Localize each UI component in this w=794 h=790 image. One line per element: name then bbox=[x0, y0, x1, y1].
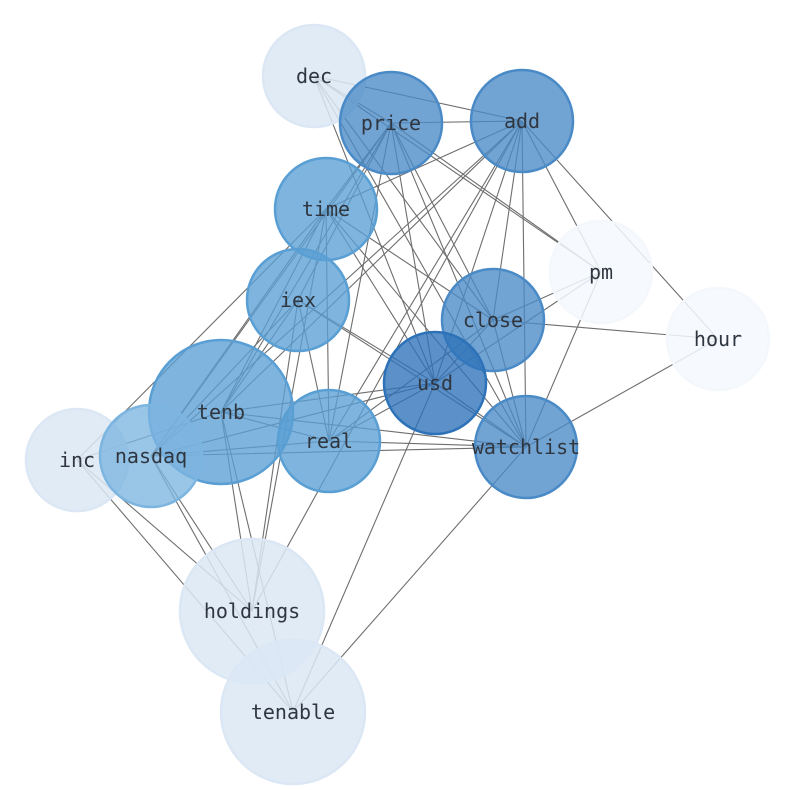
node-label-dec: dec bbox=[296, 64, 332, 88]
node-add: add bbox=[469, 68, 575, 174]
edge-dec-usd bbox=[313, 75, 436, 384]
edge-add-real bbox=[328, 120, 523, 442]
node-circle-watchlist bbox=[473, 394, 579, 500]
node-usd: usd bbox=[382, 330, 488, 436]
node-layer: dec hour pm inc holdings tenable time iex tenbna… bbox=[24, 23, 771, 786]
node-watchlist: watchlist bbox=[472, 394, 580, 500]
node-dec: dec bbox=[261, 23, 367, 129]
edge-price-real bbox=[328, 122, 392, 442]
node-circle-price bbox=[338, 70, 444, 176]
node-real: real bbox=[276, 388, 382, 494]
node-circle-tenable bbox=[219, 638, 367, 786]
node-label-iex: iex bbox=[280, 288, 316, 312]
node-price: price bbox=[338, 70, 444, 176]
node-circle-pm bbox=[548, 219, 654, 325]
node-circle-nasdaq bbox=[98, 403, 204, 509]
node-label-nasdaq: nasdaq bbox=[115, 444, 187, 468]
node-label-pm: pm bbox=[589, 260, 613, 284]
node-circle-iex bbox=[245, 247, 351, 353]
node-label-tenb: tenb bbox=[197, 400, 245, 424]
node-tenable: tenable bbox=[219, 638, 367, 786]
node-circle-add bbox=[469, 68, 575, 174]
node-time: time bbox=[273, 156, 379, 262]
node-label-watchlist: watchlist bbox=[472, 435, 580, 459]
node-circle-hour bbox=[665, 286, 771, 392]
node-inc: inc bbox=[24, 407, 130, 513]
node-label-tenable: tenable bbox=[251, 700, 335, 724]
node-label-holdings: holdings bbox=[204, 599, 300, 623]
node-label-price: price bbox=[361, 111, 421, 135]
node-nasdaq: nasdaq bbox=[98, 403, 204, 509]
node-iex: iex bbox=[245, 247, 351, 353]
node-label-real: real bbox=[305, 429, 353, 453]
node-label-inc: inc bbox=[59, 448, 95, 472]
node-pm: pm bbox=[548, 219, 654, 325]
node-label-hour: hour bbox=[694, 327, 742, 351]
node-label-add: add bbox=[504, 109, 540, 133]
node-circle-dec bbox=[261, 23, 367, 129]
node-circle-usd bbox=[382, 330, 488, 436]
node-label-usd: usd bbox=[417, 371, 453, 395]
node-hour: hour bbox=[665, 286, 771, 392]
node-circle-real bbox=[276, 388, 382, 494]
node-label-close: close bbox=[463, 308, 523, 332]
node-label-time: time bbox=[302, 197, 350, 221]
